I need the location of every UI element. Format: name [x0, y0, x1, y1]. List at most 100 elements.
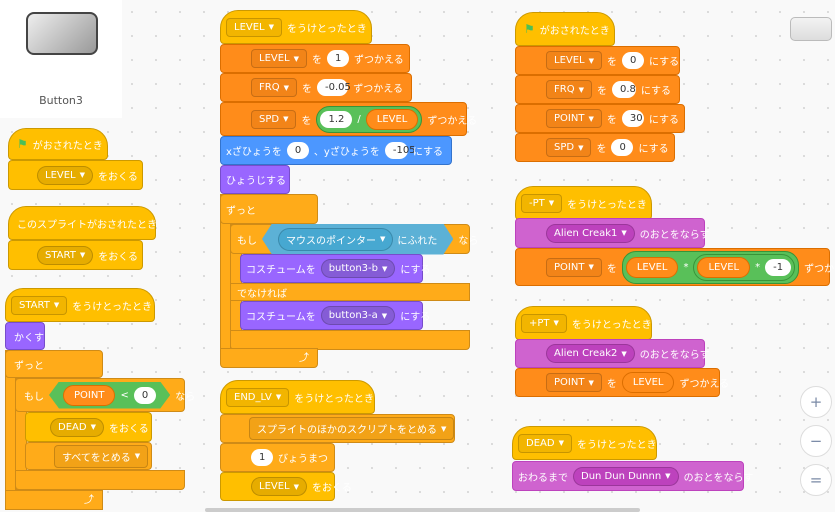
zoom-reset-button[interactable]: =: [800, 464, 832, 496]
point-reporter[interactable]: POINT: [63, 385, 115, 406]
sound-dropdown[interactable]: Alien Creak2▼: [546, 344, 635, 363]
message-dropdown[interactable]: LEVEL▼: [37, 165, 94, 185]
touching-dropdown[interactable]: マウスのポインター▼: [278, 228, 393, 251]
label: を: [301, 115, 312, 127]
broadcast-block[interactable]: LEVEL▼ をおくる: [8, 160, 143, 190]
when-receive-hat[interactable]: START▼をうけとったとき: [5, 288, 155, 322]
stop-other-scripts-block[interactable]: スプライトのほかのスクリプトをとめる▼: [220, 414, 455, 443]
value-input[interactable]: 0: [622, 52, 645, 69]
sound-dropdown[interactable]: Dun Dun Dunnn▼: [573, 466, 679, 486]
sound-dropdown[interactable]: Alien Creak1▼: [546, 223, 635, 243]
message-dropdown[interactable]: END_LV▼: [226, 387, 290, 407]
message-dropdown[interactable]: DEAD▼: [50, 417, 104, 437]
label: でなければ: [237, 288, 287, 300]
level-reporter[interactable]: LEVEL: [625, 256, 679, 278]
broadcast-block[interactable]: DEAD▼をおくる: [25, 412, 152, 442]
seconds-input[interactable]: 1: [251, 449, 273, 466]
caret-down-icon: ▼: [275, 393, 282, 401]
number-input[interactable]: -0.05: [316, 79, 351, 96]
divide-operator[interactable]: 1.2/LEVEL: [316, 105, 423, 133]
value-input[interactable]: 0.8: [611, 81, 636, 98]
message-dropdown[interactable]: DEAD▼: [518, 433, 572, 453]
variable-dropdown[interactable]: LEVEL▼: [546, 51, 603, 70]
variable-dropdown[interactable]: LEVEL▼: [251, 49, 308, 68]
number-input[interactable]: 0: [134, 387, 156, 404]
x-input[interactable]: 0: [286, 142, 309, 159]
level-reporter[interactable]: LEVEL: [365, 108, 419, 130]
level-reporter[interactable]: LEVEL: [697, 256, 751, 278]
stage-thumbnail[interactable]: [790, 17, 832, 41]
multiply-operator[interactable]: LEVEL*LEVEL*-1: [621, 250, 800, 284]
start-sound-block[interactable]: Alien Creak2▼のおとをならす: [515, 339, 710, 368]
variable-dropdown[interactable]: POINT▼: [546, 373, 602, 392]
label: なら: [458, 235, 479, 247]
value-input[interactable]: 0: [611, 139, 634, 156]
number-input[interactable]: 1.2: [320, 110, 353, 128]
message-dropdown[interactable]: LEVEL▼: [226, 17, 283, 37]
number-input[interactable]: 1: [327, 50, 350, 67]
variable-dropdown[interactable]: SPD▼: [546, 138, 592, 157]
message-dropdown[interactable]: -PT▼: [521, 193, 563, 213]
variable-dropdown[interactable]: FRQ▼: [546, 80, 592, 99]
value-input[interactable]: 30: [621, 110, 644, 127]
broadcast-block[interactable]: START▼をおくる: [8, 240, 143, 270]
when-receive-hat[interactable]: DEAD▼をうけとったとき: [512, 426, 657, 460]
stop-all-block[interactable]: すべてをとめる▼: [25, 442, 152, 470]
label: ずっと: [14, 360, 44, 372]
variable-dropdown[interactable]: SPD▼: [251, 109, 297, 129]
number-input[interactable]: -1: [765, 258, 792, 276]
costume-dropdown[interactable]: button3-a▼: [320, 306, 396, 325]
touching-block[interactable]: マウスのポインター▼にふれた: [262, 224, 453, 255]
horizontal-scrollbar[interactable]: [205, 508, 640, 512]
zoom-in-button[interactable]: +: [800, 386, 832, 418]
less-than-operator[interactable]: POINT<0: [49, 382, 170, 409]
if-else-block[interactable]: もしマウスのポインター▼にふれたなら: [230, 224, 478, 255]
forever-block-bottom: ⤴: [5, 490, 103, 510]
forever-header[interactable]: ずっと: [5, 350, 103, 378]
when-receive-hat[interactable]: END_LV▼をうけとったとき: [220, 380, 375, 414]
broadcast-block[interactable]: LEVEL▼をおくる: [220, 472, 352, 501]
when-receive-hat[interactable]: +PT▼をうけとったとき: [515, 306, 652, 340]
stop-option-dropdown[interactable]: すべてをとめる▼: [54, 444, 149, 468]
costume-dropdown[interactable]: button3-b▼: [320, 259, 396, 278]
forever-header[interactable]: ずっと: [220, 194, 318, 224]
message-dropdown[interactable]: START▼: [11, 295, 68, 315]
message-dropdown[interactable]: LEVEL▼: [251, 477, 308, 496]
message-dropdown[interactable]: START▼: [37, 245, 94, 265]
when-sprite-clicked-hat[interactable]: このスプライトがおされたとき: [8, 206, 157, 240]
when-receive-hat[interactable]: LEVEL▼をうけとったとき: [220, 10, 372, 44]
variable-dropdown[interactable]: POINT▼: [546, 257, 602, 277]
if-block-bottom: [15, 470, 185, 490]
show-block[interactable]: ひょうじする: [220, 165, 290, 194]
when-receive-hat[interactable]: -PT▼をうけとったとき: [515, 186, 652, 220]
hide-block[interactable]: かくす: [5, 322, 45, 350]
level-reporter[interactable]: LEVEL: [621, 372, 675, 393]
multiply-operator[interactable]: LEVEL*-1: [693, 253, 796, 281]
variable-dropdown[interactable]: POINT▼: [546, 109, 602, 128]
label: をおくる: [98, 171, 138, 183]
when-flag-clicked-hat[interactable]: ⚑がおされたとき: [8, 128, 108, 160]
message-dropdown[interactable]: +PT▼: [521, 313, 567, 333]
sprite-panel[interactable]: Button3: [0, 0, 122, 118]
y-input[interactable]: -105: [384, 142, 416, 159]
stop-option-dropdown[interactable]: スプライトのほかのスクリプトをとめる▼: [249, 417, 455, 440]
when-flag-clicked-hat[interactable]: ⚑がおされたとき: [515, 12, 615, 46]
zoom-out-button[interactable]: −: [800, 425, 832, 457]
start-sound-block[interactable]: Alien Creak1▼のおとをならす: [515, 218, 710, 248]
variable-dropdown[interactable]: FRQ▼: [251, 78, 297, 97]
